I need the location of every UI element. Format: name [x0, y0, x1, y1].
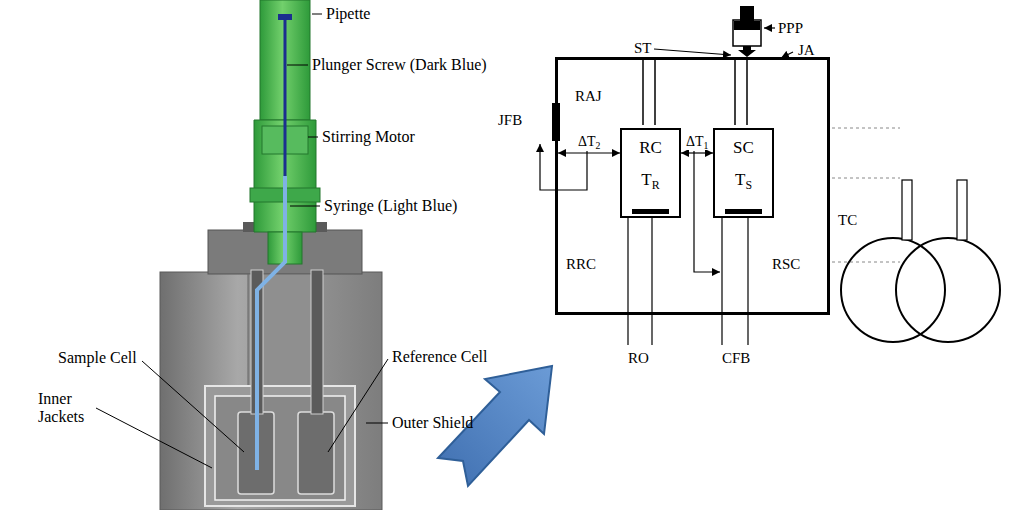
- svg-line: [721, 215, 722, 345]
- signal-label: CFB: [722, 350, 750, 367]
- svg-line: [287, 65, 308, 66]
- svg-rect: [733, 20, 761, 46]
- svg-line: [96, 408, 212, 468]
- svg-rect: [734, 21, 760, 30]
- svg-rect: [311, 270, 323, 414]
- part-label: Reference Cell: [392, 348, 488, 366]
- node-name: SC: [733, 138, 754, 158]
- heater-bar: [632, 209, 669, 214]
- svg-line: [832, 262, 900, 263]
- svg-polyline: [540, 144, 587, 190]
- schematic-parts: [540, 6, 1000, 345]
- svg-circle: [896, 238, 1000, 342]
- signal-label: RSC: [772, 256, 800, 273]
- svg-rect: [215, 396, 345, 500]
- svg-line: [642, 58, 644, 125]
- svg-line: [328, 359, 388, 452]
- svg-line: [734, 58, 736, 125]
- pipette: [250, 0, 320, 470]
- signal-label: PPP: [778, 20, 803, 37]
- svg-rect: [298, 412, 334, 494]
- delta-t-arrow: [558, 152, 620, 153]
- outer-shield: [160, 222, 382, 510]
- svg-rect: [957, 180, 967, 240]
- signal-label: TC: [838, 212, 857, 229]
- svg-line: [654, 58, 656, 125]
- edge-label: ΔT2: [577, 134, 601, 150]
- part-label: Plunger Screw (Dark Blue): [312, 56, 487, 74]
- svg-line: [284, 18, 287, 176]
- svg-line: [366, 423, 388, 424]
- cell-box: RC TR: [620, 128, 681, 218]
- heater-bar: [725, 209, 762, 214]
- signal-label: ST: [634, 40, 652, 57]
- svg-circle: [841, 238, 945, 342]
- signal-label: RO: [628, 350, 649, 367]
- leader-lines: [96, 14, 388, 468]
- svg-line: [654, 49, 731, 55]
- node-name: RC: [639, 138, 662, 158]
- delta-t-arrow: [681, 152, 713, 153]
- part-label: Syringe (Light Blue): [324, 197, 457, 215]
- svg-line: [651, 215, 652, 345]
- temperature-label: TR: [641, 170, 659, 190]
- part-label: Outer Shield: [392, 414, 473, 432]
- temperature-label: TS: [735, 170, 752, 190]
- part-label: Sample Cell: [58, 349, 137, 367]
- svg-line: [746, 58, 748, 125]
- svg-line: [308, 137, 318, 138]
- svg-line: [832, 178, 900, 179]
- svg-line: [312, 14, 322, 15]
- svg-rect: [160, 272, 382, 510]
- part-label: Inner Jackets: [38, 390, 93, 427]
- signal-label: JFB: [498, 112, 522, 129]
- part-label: Stirring Motor: [322, 128, 415, 146]
- part-label: Pipette: [326, 5, 370, 23]
- svg-line: [832, 128, 900, 129]
- svg-line: [290, 206, 320, 207]
- svg-polyline: [257, 176, 285, 470]
- svg-line: [764, 27, 775, 28]
- svg-line: [747, 215, 748, 345]
- svg-line: [627, 215, 628, 345]
- svg-rect: [902, 180, 912, 240]
- signal-label: RRC: [566, 256, 596, 273]
- node-name: JA: [798, 42, 815, 59]
- svg-line: [142, 361, 244, 452]
- signal-label: RAJ: [575, 88, 602, 105]
- svg-polygon: [738, 46, 756, 57]
- svg-rect: [205, 386, 355, 506]
- cell-box: SC TS: [713, 128, 774, 218]
- edge-label: ΔT1: [685, 134, 709, 150]
